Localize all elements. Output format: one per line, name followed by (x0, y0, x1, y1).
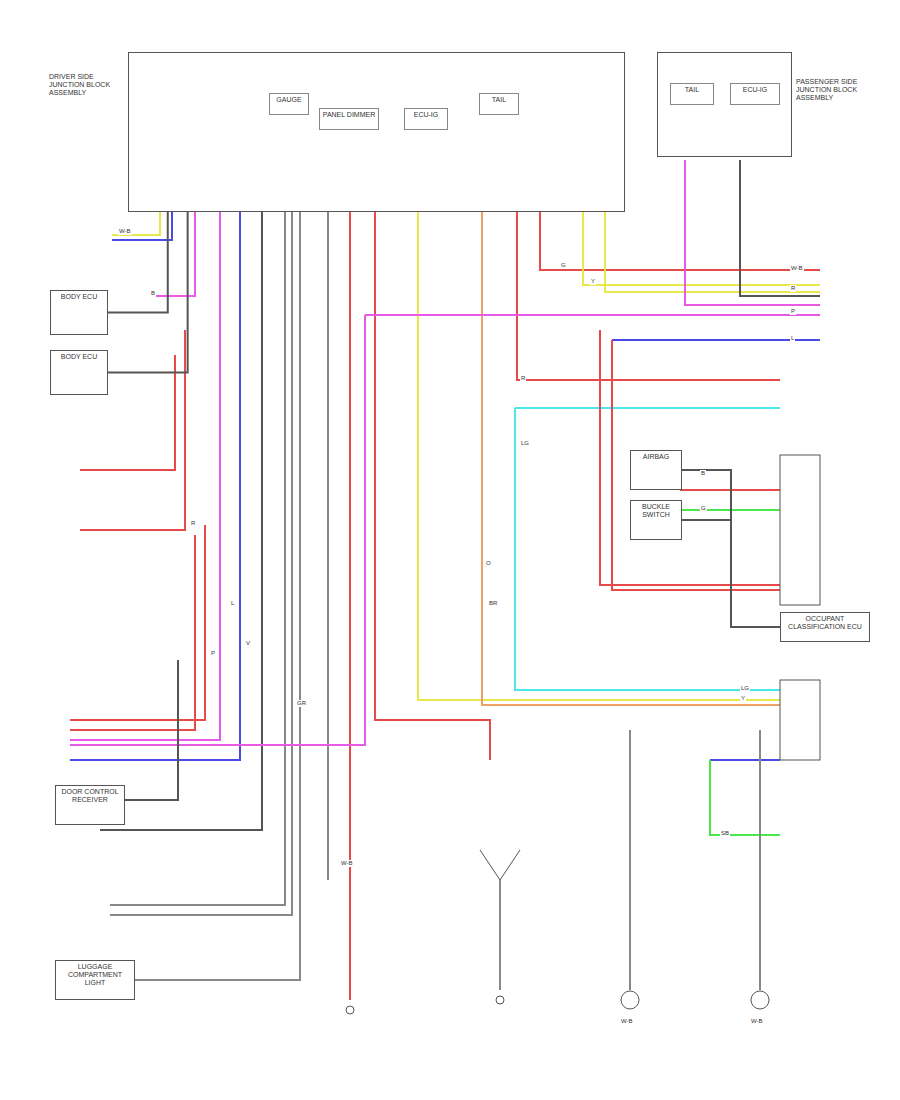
wire-connector (682, 520, 780, 627)
wire-color-label: O (485, 560, 492, 567)
component-label: PANEL DIMMER (320, 109, 378, 121)
component-box: OCCUPANT CLASSIFICATION ECU (780, 612, 870, 642)
wire-color-label: BR (488, 600, 498, 607)
wire-color-label: V (245, 640, 251, 647)
fuse-relay-box: ECU-IG (730, 83, 780, 105)
component-label: BODY ECU (51, 291, 107, 303)
wire-color-label: W-B (620, 1018, 634, 1025)
component-box: DOOR CONTROL RECEIVER (55, 785, 125, 825)
wire-color-label: G (560, 262, 567, 269)
wire-color-label: L (790, 335, 795, 342)
component-label: TAIL (671, 84, 713, 96)
wire-color-label: R (790, 285, 796, 292)
wire-color-label: GR (296, 700, 307, 707)
component-box: DRIVER SIDE JUNCTION BLOCK ASSEMBLYGAUGE… (128, 52, 625, 212)
component-label: BUCKLE SWITCH (631, 501, 681, 521)
wire-color-label: R (520, 375, 526, 382)
wire-color-label: LG (520, 440, 530, 447)
wire-connector (108, 212, 188, 373)
wire-color-label: LG (740, 685, 750, 692)
component-box: PASSENGER SIDE JUNCTION BLOCK ASSEMBLYTA… (657, 52, 792, 157)
component-box: BODY ECU (50, 350, 108, 395)
wire-connector (108, 212, 168, 313)
wire-color-label: P (210, 650, 216, 657)
component-label: LUGGAGE COMPARTMENT LIGHT (56, 961, 134, 989)
component-box: AIRBAG (630, 450, 682, 490)
component-heading: PASSENGER SIDE JUNCTION BLOCK ASSEMBLY (796, 78, 868, 102)
fuse-relay-box: ECU-IG (404, 108, 448, 130)
wire-color-label: B (700, 470, 706, 477)
component-label: AIRBAG (631, 451, 681, 463)
fuse-relay-box: TAIL (670, 83, 714, 105)
wire-color-label: B (150, 290, 156, 297)
component-label: BODY ECU (51, 351, 107, 363)
component-box: BODY ECU (50, 290, 108, 335)
wire-color-label: W-B (340, 860, 354, 867)
wire-color-label: R (190, 520, 196, 527)
wire-color-label: W-B (118, 228, 132, 235)
wire-color-label: Y (590, 278, 596, 285)
wire-connector (682, 470, 780, 627)
fuse-relay-box: TAIL (479, 93, 519, 115)
component-label: DOOR CONTROL RECEIVER (56, 786, 124, 806)
fuse-relay-box: GAUGE (269, 93, 309, 115)
component-label: TAIL (480, 94, 518, 106)
wire-color-label: G (700, 505, 707, 512)
fuse-relay-box: PANEL DIMMER (319, 108, 379, 130)
component-heading: DRIVER SIDE JUNCTION BLOCK ASSEMBLY (49, 73, 125, 97)
component-box: LUGGAGE COMPARTMENT LIGHT (55, 960, 135, 1000)
wire-color-label: W-B (790, 265, 804, 272)
wire-color-label: P (790, 308, 796, 315)
wire-color-label: W-B (750, 1018, 764, 1025)
component-label: ECU-IG (731, 84, 779, 96)
component-label: GAUGE (270, 94, 308, 106)
wire-color-label: L (230, 600, 235, 607)
wire-color-label: Y (740, 695, 746, 702)
component-box: BUCKLE SWITCH (630, 500, 682, 540)
component-label: ECU-IG (405, 109, 447, 121)
wire-color-label: SB (720, 830, 730, 837)
component-label: OCCUPANT CLASSIFICATION ECU (781, 613, 869, 633)
